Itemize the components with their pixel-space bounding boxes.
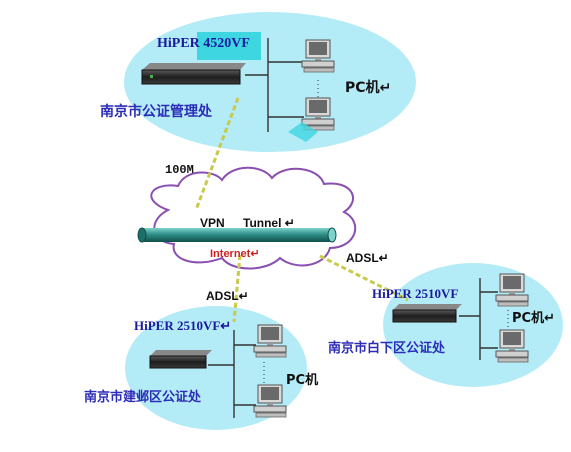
left-site-name: 南京市建邺区公证处 bbox=[84, 389, 202, 405]
right-router-device bbox=[392, 304, 462, 323]
right-pc-label: PC机↵ bbox=[512, 310, 555, 326]
vpn-label: VPN bbox=[200, 216, 225, 230]
top-pc-shadow bbox=[288, 122, 318, 142]
internet-cloud bbox=[150, 166, 357, 270]
left-pc-1 bbox=[253, 324, 287, 358]
top-device-label: HiPER 4520VF bbox=[157, 36, 250, 51]
top-pc-1 bbox=[301, 39, 335, 73]
left-lan-lines bbox=[208, 330, 256, 418]
internet-label: Internet↵ bbox=[210, 248, 260, 260]
left-pc-2 bbox=[253, 384, 287, 418]
right-lan-lines bbox=[459, 278, 498, 360]
right-device-label: HiPER 2510VF bbox=[372, 286, 458, 301]
top-link-label: 100M bbox=[165, 163, 194, 177]
tunnel-label: Tunnel ↵ bbox=[243, 216, 295, 230]
top-device-highlight bbox=[197, 32, 261, 60]
left-link-label: ADSL↵ bbox=[206, 289, 249, 303]
right-wan-link bbox=[319, 254, 409, 302]
top-router-device bbox=[141, 63, 246, 85]
right-pc-2 bbox=[495, 329, 529, 363]
right-pc-1 bbox=[495, 273, 529, 307]
left-device-label: HiPER 2510VF↵ bbox=[134, 318, 231, 333]
right-link-label: ADSL↵ bbox=[346, 251, 389, 265]
left-wan-link bbox=[232, 254, 242, 323]
top-pc-label: PC机↵ bbox=[345, 79, 391, 96]
left-pc-label: PC机 bbox=[286, 372, 318, 388]
top-lan-lines bbox=[245, 38, 304, 132]
wan-links bbox=[194, 97, 409, 323]
top-site-name: 南京市公证管理处 bbox=[100, 103, 213, 120]
right-site-name: 南京市白下区公证处 bbox=[328, 340, 446, 356]
left-router-device bbox=[149, 350, 212, 369]
vpn-tunnel-pipe bbox=[137, 227, 337, 243]
top-wan-link bbox=[194, 97, 240, 211]
